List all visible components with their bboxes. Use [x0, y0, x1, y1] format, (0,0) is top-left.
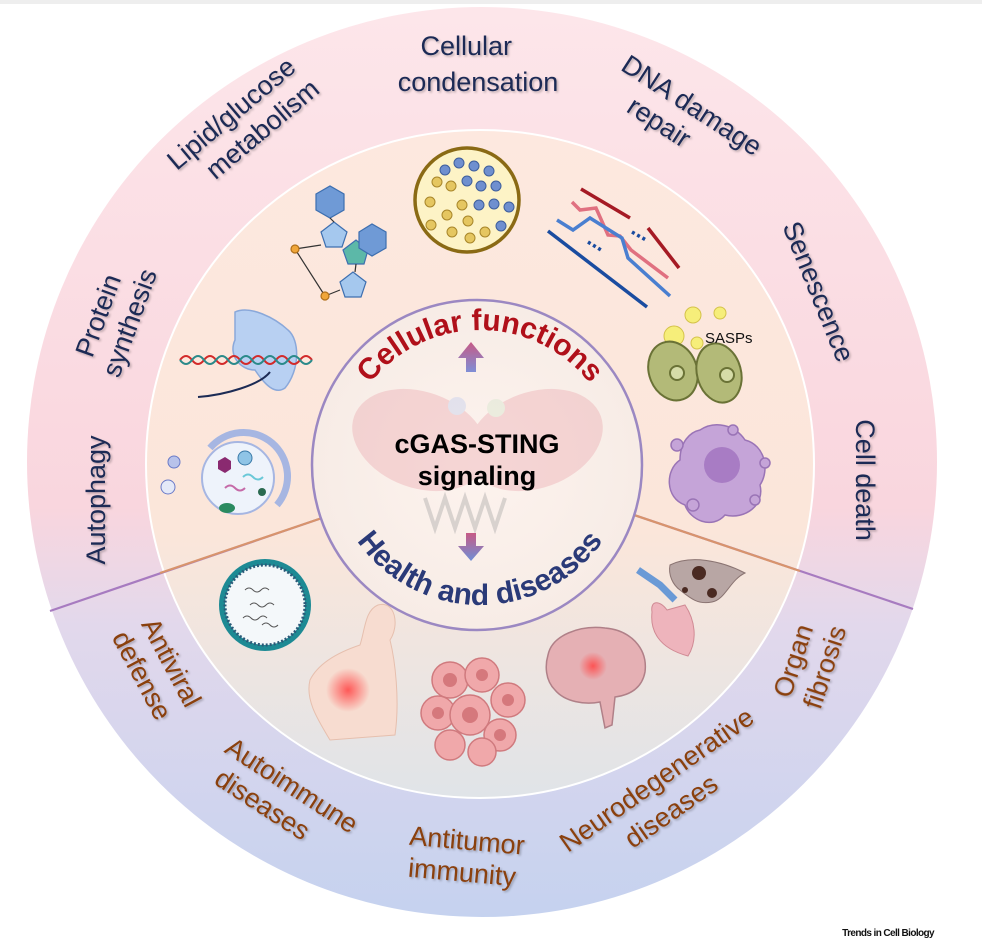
arrow-down-icon — [458, 533, 484, 561]
senescent-cells-icon — [647, 306, 743, 404]
autophagosome-icon — [160, 429, 291, 515]
core-circle — [310, 298, 644, 632]
inflamed-torso-icon — [308, 603, 398, 741]
brain-icon — [545, 626, 646, 730]
sasps-label: SASPs — [705, 330, 753, 347]
function-label-cellular-condensation: Cellular condensation — [398, 31, 559, 97]
divider-line-left-inner — [159, 516, 323, 575]
top-bar — [0, 0, 982, 4]
function-label-cell-death: Cell death — [850, 419, 880, 541]
dying-cell-icon — [668, 424, 771, 524]
journal-credit: Trends in Cell Biology — [842, 928, 934, 939]
ribosome-icon — [179, 309, 313, 398]
virus-icon — [219, 559, 311, 651]
fibrotic-lung-icon — [636, 559, 747, 657]
dna-repair-icon — [546, 187, 681, 309]
metabolism-molecule-icon — [290, 185, 387, 301]
condensate-droplet-icon — [413, 146, 521, 254]
center-title-line1: cGAS-STING — [394, 429, 559, 459]
tumor-cells-icon — [420, 657, 526, 767]
sting-dimer-icon — [352, 388, 603, 535]
arrow-up-icon — [458, 342, 484, 372]
center-title-line2: signaling — [418, 461, 537, 491]
function-label-autophagy: Autophagy — [81, 435, 111, 565]
divider-line-right-inner — [633, 513, 801, 573]
